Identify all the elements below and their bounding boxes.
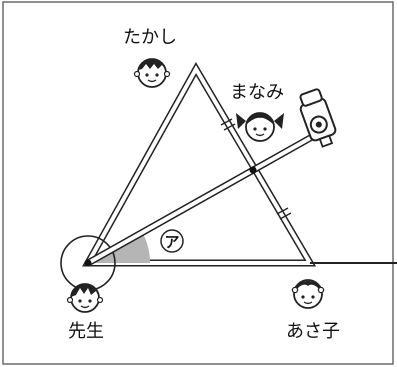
asako-label: あさ子 xyxy=(286,321,340,342)
takashi-face-icon xyxy=(133,58,171,88)
triangle-rope xyxy=(82,61,317,267)
pointer-rope xyxy=(86,133,314,267)
teacher-point xyxy=(84,259,92,267)
tick-marks-lower xyxy=(276,207,292,220)
measuring-device-icon xyxy=(299,88,337,148)
teacher-label: 先生 xyxy=(68,321,104,342)
takashi-label: たかし xyxy=(123,27,177,48)
manami-face-icon xyxy=(236,112,284,142)
tick-marks-upper xyxy=(220,118,236,131)
asako-face-icon xyxy=(291,279,325,309)
manami-label: まなみ xyxy=(230,82,284,103)
midpoint-dot xyxy=(249,166,257,174)
angle-label: ア xyxy=(164,233,179,251)
angle-label-circle xyxy=(160,229,184,253)
diagram-frame xyxy=(2,1,394,365)
teacher-face-icon xyxy=(66,283,104,313)
